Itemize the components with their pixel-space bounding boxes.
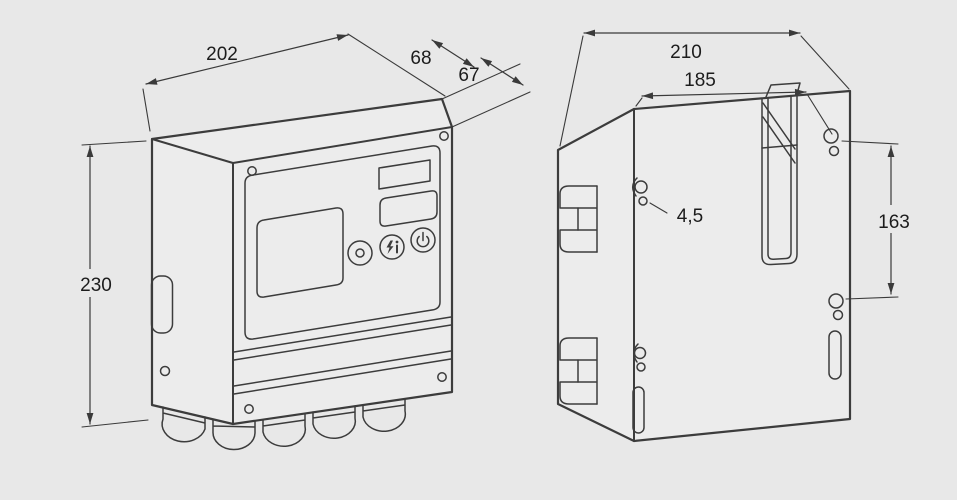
control-panel: [244, 131, 449, 414]
power-icon: [416, 231, 430, 248]
dim-depth-total-label: 68: [410, 48, 431, 69]
dim-line-depth-total: [431, 39, 475, 68]
dim-line-width-mounting: [641, 88, 807, 100]
display-window: [378, 159, 431, 190]
dim-depth-body-label: 67: [458, 65, 479, 86]
side-screw: [159, 365, 171, 377]
select-button: [347, 240, 373, 266]
dim-line-width: [145, 34, 349, 85]
side-label-recess: [150, 275, 174, 334]
mounting-hole-bottom-left: [632, 343, 647, 434]
mounting-hole-left: [632, 177, 648, 206]
status-window: [379, 190, 438, 227]
dim-hole-spacing-label: 163: [878, 212, 910, 233]
reset-info-button: [379, 234, 405, 260]
dim-hole-diameter-label: 4,5: [677, 206, 703, 227]
lcd-display: [256, 207, 344, 298]
side-clip-bottom: [559, 337, 598, 405]
hole-diameter-leader: [649, 202, 668, 214]
cable-channel: [761, 82, 801, 266]
front-view-dimensions: 230 202 68 67: [73, 33, 531, 428]
rear-view-dimensions: 210 185 4,5 163: [559, 29, 917, 300]
dim-height-label: 230: [80, 275, 112, 296]
side-face-details: [150, 275, 174, 377]
side-clip-top: [559, 185, 598, 253]
panel-screws: [244, 131, 449, 414]
dim-width-label: 202: [206, 44, 238, 65]
mounting-hole-top-right: [823, 128, 840, 157]
terminal-cover-ridges: [233, 316, 452, 395]
cable-glands: [161, 398, 407, 451]
mounting-hole-bottom-right: [828, 293, 844, 380]
dim-width-mounting-label: 185: [684, 70, 716, 91]
panel-bezel: [244, 145, 441, 340]
housing-edges: [151, 126, 453, 425]
dim-width-total-label: 210: [670, 42, 702, 63]
rear-housing-outline: [556, 89, 852, 443]
dim-line-depth-body: [480, 57, 524, 86]
power-button: [410, 227, 436, 253]
lightning-info-icon: [386, 240, 394, 254]
rear-view: [556, 82, 852, 443]
front-isometric-view: [150, 97, 454, 451]
